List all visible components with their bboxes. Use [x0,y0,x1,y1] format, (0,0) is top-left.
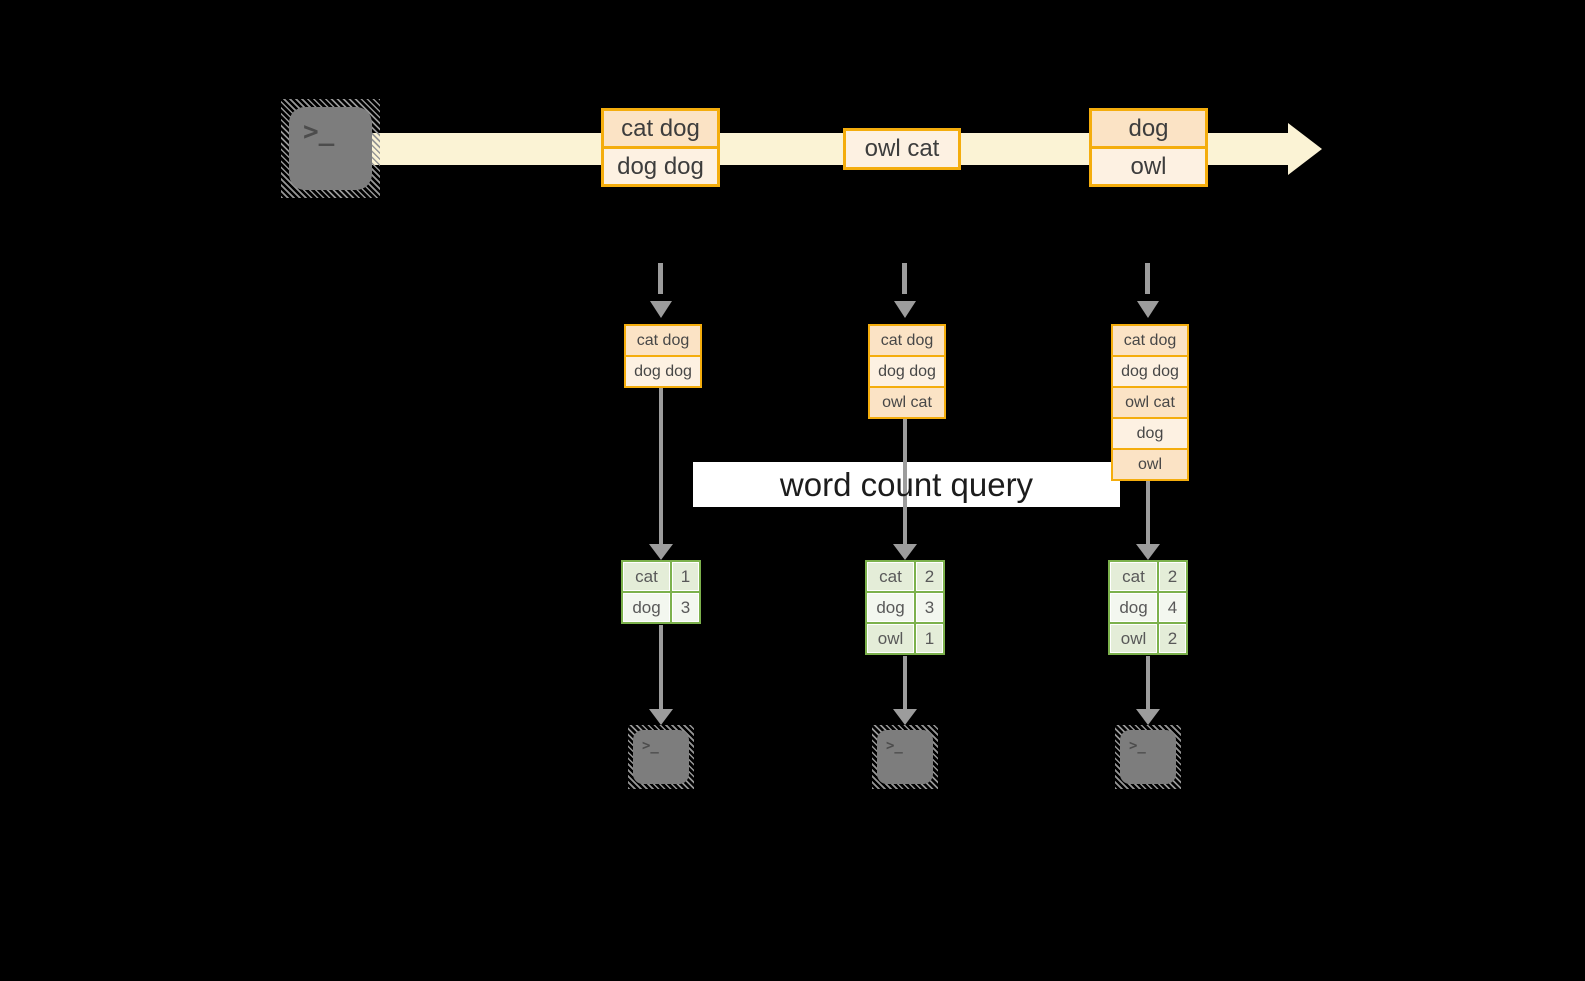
stream-arrowhead-icon [1288,123,1322,175]
flow-arrowhead-icon [893,544,917,560]
terminal-output-icon: >_ [628,725,694,789]
flow-arrowhead-icon [1136,544,1160,560]
buffered-record: cat dog [1113,326,1187,355]
flow-arrow-line [903,419,907,546]
word-cell: owl [867,624,914,653]
count-cell: 2 [916,562,943,591]
flow-arrow-line [1146,481,1150,546]
terminal-glyph: >_ [633,730,689,784]
word-cell: dog [867,593,914,622]
buffered-record: owl cat [1113,386,1187,417]
word-cell: dog [623,593,670,622]
buffered-records-box: cat dog dog dog [624,324,702,388]
buffered-record: dog dog [1113,355,1187,386]
word-cell: owl [1110,624,1157,653]
buffered-record: dog dog [626,355,700,386]
query-label: word count query [779,465,1034,503]
stream-event-box: dog owl [1089,108,1208,187]
flow-arrowhead-icon [1136,709,1160,725]
terminal-output-icon: >_ [1115,725,1181,789]
flow-arrowhead-icon [649,544,673,560]
terminal-glyph: >_ [1120,730,1176,784]
stream-event-line: cat dog [604,111,717,146]
word-cell: cat [623,562,670,591]
stream-event-line: dog dog [604,146,717,184]
flow-arrowhead-icon [893,709,917,725]
stream-event-box: owl cat [843,128,961,170]
buffered-record: owl [1113,448,1187,479]
ingest-arrow-dash [902,263,907,294]
flow-arrow-line [903,656,907,711]
count-cell: 2 [1159,624,1186,653]
buffered-records-box: cat dog dog dog owl cat [868,324,946,419]
buffered-record: cat dog [870,326,944,355]
word-count-table: cat 2 dog 3 owl 1 [865,560,945,655]
flow-arrowhead-icon [649,709,673,725]
count-cell: 1 [672,562,699,591]
word-cell: dog [1110,593,1157,622]
terminal-output-icon: >_ [872,725,938,789]
flow-arrow-line [659,625,663,711]
count-cell: 1 [916,624,943,653]
buffered-record: dog dog [870,355,944,386]
count-cell: 3 [672,593,699,622]
ingest-arrowhead-icon [650,301,672,318]
word-cell: cat [867,562,914,591]
count-cell: 2 [1159,562,1186,591]
buffered-record: owl cat [870,386,944,417]
ingest-arrow-dash [658,263,663,294]
ingest-arrowhead-icon [894,301,916,318]
count-cell: 4 [1159,593,1186,622]
buffered-records-box: cat dog dog dog owl cat dog owl [1111,324,1189,481]
flow-arrow-line [659,388,663,546]
buffered-record: cat dog [626,326,700,355]
flow-arrow-line [1146,656,1150,711]
terminal-glyph: >_ [877,730,933,784]
stream-event-line: owl cat [846,131,958,167]
word-count-table: cat 2 dog 4 owl 2 [1108,560,1188,655]
word-cell: cat [1110,562,1157,591]
word-count-table: cat 1 dog 3 [621,560,701,624]
stream-event-line: owl [1092,146,1205,184]
count-cell: 3 [916,593,943,622]
terminal-source-icon: >_ [281,99,380,198]
stream-event-line: dog [1092,111,1205,146]
ingest-arrowhead-icon [1137,301,1159,318]
stream-event-box: cat dog dog dog [601,108,720,187]
ingest-arrow-dash [1145,263,1150,294]
buffered-record: dog [1113,417,1187,448]
terminal-glyph: >_ [289,107,372,190]
